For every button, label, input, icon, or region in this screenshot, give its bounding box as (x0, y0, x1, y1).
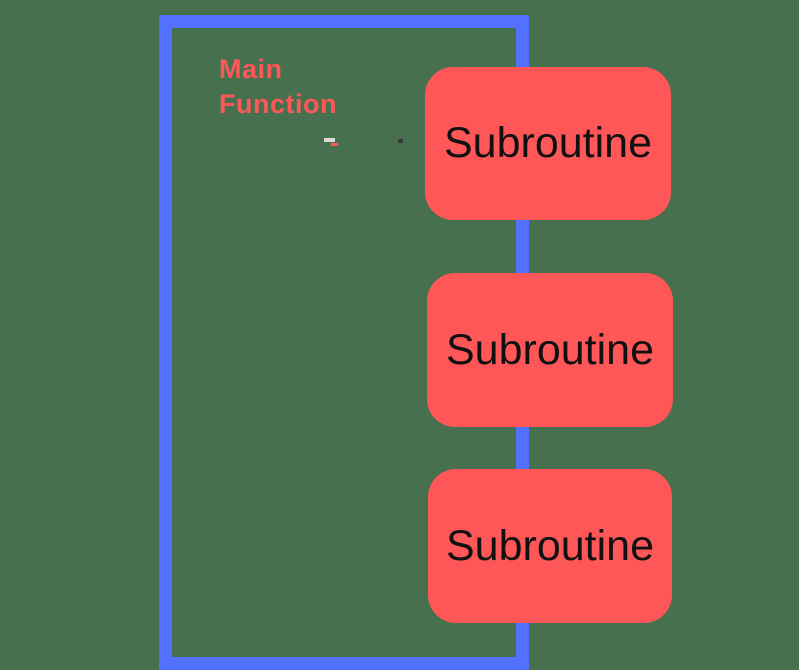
subroutine-box: Subroutine (428, 469, 672, 623)
main-function-label: Main Function (219, 54, 337, 119)
stray-mark-dash (324, 138, 335, 142)
subroutine-label: Subroutine (446, 521, 654, 570)
stray-mark-red (331, 143, 338, 146)
subroutine-label: Subroutine (444, 119, 652, 167)
subroutine-box: Subroutine (425, 67, 671, 220)
subroutine-box: Subroutine (427, 273, 673, 427)
subroutine-label: Subroutine (446, 325, 654, 374)
stray-mark-dot (398, 139, 403, 143)
